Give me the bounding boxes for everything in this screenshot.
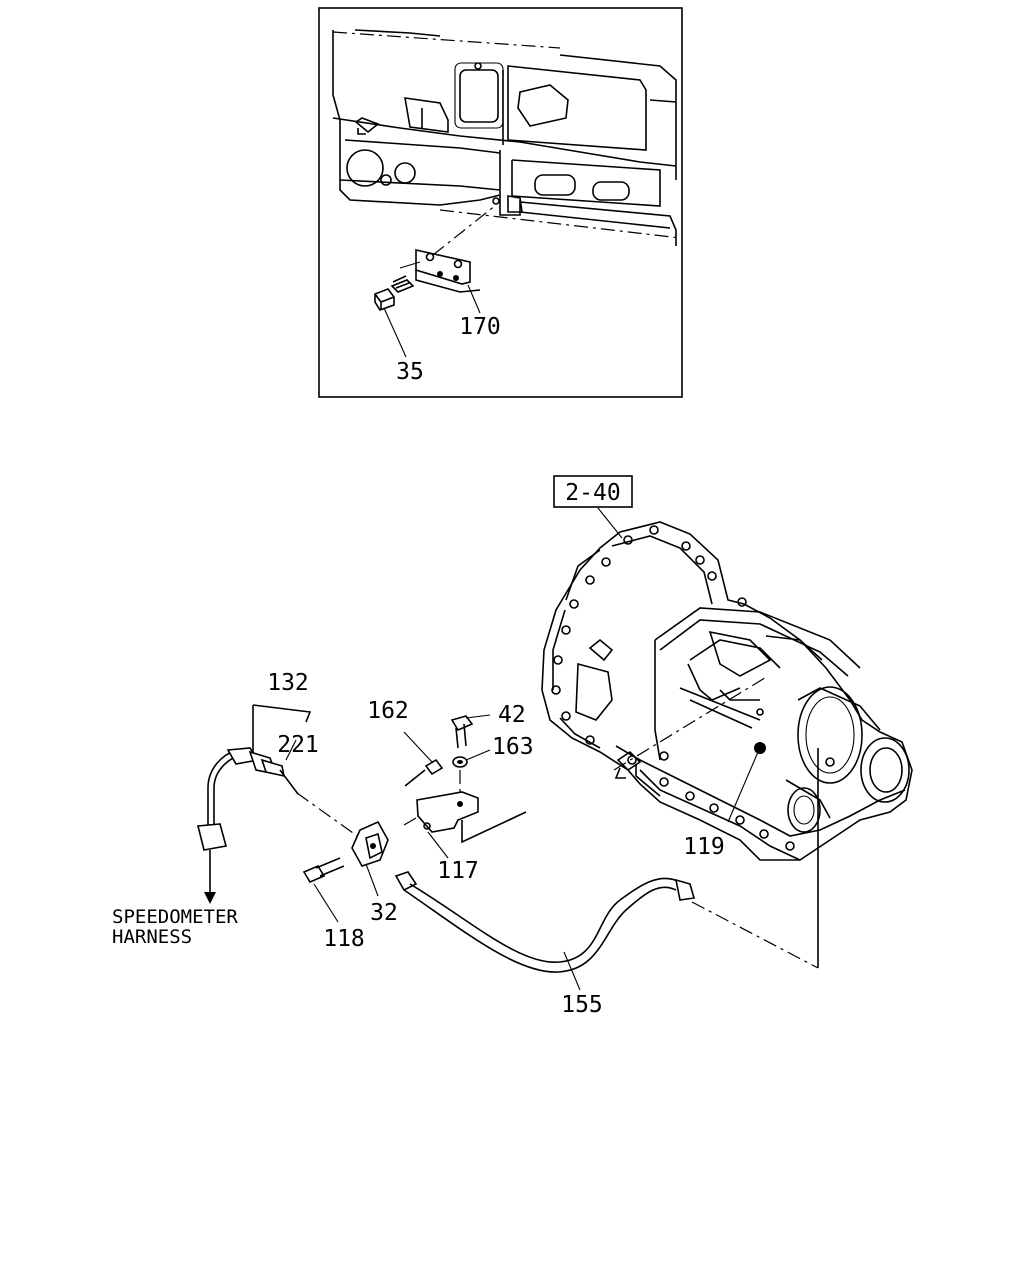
callout-118: 118 xyxy=(323,926,365,952)
speed-line-to-case xyxy=(613,675,769,771)
pan-bolts xyxy=(627,751,795,851)
callout-117: 117 xyxy=(437,858,479,884)
chassis-frame-drawing xyxy=(332,29,681,246)
harness-label-line2: HARNESS xyxy=(112,926,192,948)
callout-221: 221 xyxy=(277,732,319,758)
reference-label: 2-40 xyxy=(565,480,620,506)
bolt-35 xyxy=(374,275,415,311)
harness-label-line1: SPEEDOMETER xyxy=(112,906,238,928)
callout-155: 155 xyxy=(561,992,603,1018)
bracket-117 xyxy=(404,769,527,844)
leader-35 xyxy=(383,307,407,358)
bolt-118 xyxy=(302,857,345,884)
sensor-line xyxy=(296,792,361,839)
callout-163: 163 xyxy=(492,734,534,760)
callout-32: 32 xyxy=(370,900,398,926)
callout-42: 42 xyxy=(498,702,526,728)
inset-detail: 170 35 xyxy=(318,7,683,398)
callout-35: 35 xyxy=(396,359,424,385)
callout-leaders xyxy=(313,714,759,991)
bracket-170 xyxy=(399,204,497,293)
callout-162: 162 xyxy=(367,698,409,724)
bell-housing-bosses xyxy=(551,525,747,745)
transmission-assembly xyxy=(541,521,913,861)
callout-132: 132 xyxy=(267,670,309,696)
fastener-42-163-162 xyxy=(424,715,474,794)
clip-32 xyxy=(351,820,389,867)
speedometer-cable-155 xyxy=(394,871,696,973)
callout-119: 119 xyxy=(683,834,725,860)
speed-sensor-assembly xyxy=(196,704,312,904)
callout-170: 170 xyxy=(459,314,501,340)
leader-170 xyxy=(467,284,481,314)
harness-arrow xyxy=(204,892,216,904)
cable-line xyxy=(691,901,819,969)
inset-frame xyxy=(318,7,683,398)
reference-box: 2-40 xyxy=(553,475,633,539)
clip-line xyxy=(403,817,417,826)
nut-119 xyxy=(754,742,766,754)
